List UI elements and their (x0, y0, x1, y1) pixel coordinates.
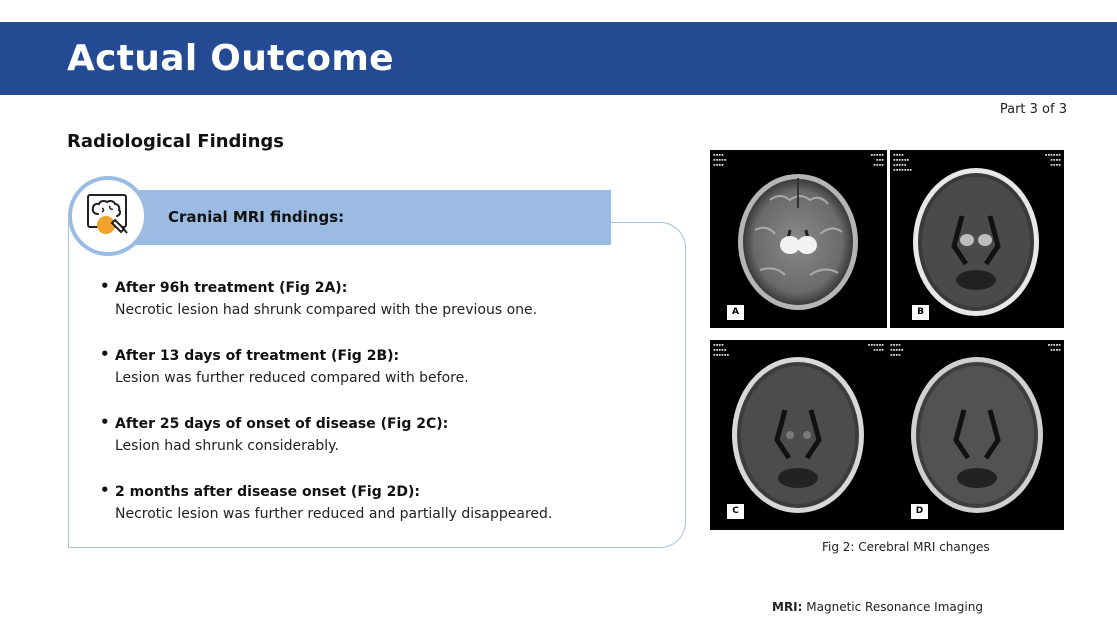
mri-panel-c: ▪▪▪▪▪▪▪▪▪▪▪▪▪▪▪ ▪▪▪▪▪▪▪▪▪▪ C (710, 340, 887, 530)
mri-panel-d: ▪▪▪▪▪▪▪▪▪▪▪▪▪ ▪▪▪▪▪▪▪▪▪ D (887, 340, 1064, 530)
panel-label: D (911, 504, 928, 519)
findings-list: • After 96h treatment (Fig 2A): Necrotic… (100, 277, 660, 550)
bullet: • (100, 277, 110, 295)
finding-detail: Necrotic lesion was further reduced and … (115, 506, 553, 522)
figure-caption: Fig 2: Cerebral MRI changes (822, 540, 990, 554)
mri-metadata: ▪▪▪▪▪▪▪▪▪ (1047, 343, 1061, 353)
mri-metadata: ▪▪▪▪▪▪▪▪▪▪▪▪▪▪▪ (713, 343, 730, 358)
finding-title: After 96h treatment (Fig 2A): (115, 280, 348, 296)
mri-image-a (738, 174, 858, 310)
footnote: MRI: Magnetic Resonance Imaging (772, 600, 983, 614)
finding-item: • After 13 days of treatment (Fig 2B): L… (100, 345, 660, 390)
part-indicator: Part 3 of 3 (999, 102, 1067, 117)
mri-metadata: ▪▪▪▪▪▪▪▪▪▪▪▪▪ (890, 343, 904, 358)
footnote-definition: Magnetic Resonance Imaging (806, 600, 983, 614)
finding-title: 2 months after disease onset (Fig 2D): (115, 484, 420, 500)
mri-image-c (732, 357, 864, 513)
footnote-term: MRI: (772, 600, 803, 614)
finding-title: After 25 days of onset of disease (Fig 2… (115, 416, 449, 432)
finding-title: After 13 days of treatment (Fig 2B): (115, 348, 400, 364)
bullet: • (100, 481, 110, 499)
panel-label: B (912, 305, 929, 320)
brain-scan-icon (68, 176, 148, 256)
mri-metadata: ▪▪▪▪▪▪▪▪▪▪▪▪▪▪ (1044, 153, 1061, 168)
findings-banner: Cranial MRI findings: (110, 190, 611, 245)
mri-metadata: ▪▪▪▪▪▪▪▪▪▪▪▪ (870, 153, 884, 168)
panel-label: C (727, 504, 744, 519)
section-title: Radiological Findings (67, 131, 285, 152)
page-title: Actual Outcome (67, 38, 394, 79)
mri-metadata: ▪▪▪▪▪▪▪▪▪▪▪▪▪▪▪▪▪▪▪▪▪▪ (893, 153, 912, 173)
finding-detail: Necrotic lesion had shrunk compared with… (115, 302, 538, 318)
panel-label: A (727, 305, 744, 320)
finding-detail: Lesion was further reduced compared with… (115, 370, 469, 386)
finding-item: • After 96h treatment (Fig 2A): Necrotic… (100, 277, 660, 322)
finding-detail: Lesion had shrunk considerably. (115, 438, 339, 454)
findings-card (68, 222, 686, 548)
top-strip (0, 0, 1117, 22)
finding-item: • 2 months after disease onset (Fig 2D):… (100, 481, 660, 526)
mri-image-b (913, 168, 1039, 316)
mri-metadata: ▪▪▪▪▪▪▪▪▪▪▪▪▪ (713, 153, 727, 168)
mri-image-d (911, 357, 1043, 513)
finding-item: • After 25 days of onset of disease (Fig… (100, 413, 660, 458)
bullet: • (100, 345, 110, 363)
bullet: • (100, 413, 110, 431)
mri-panel-b: ▪▪▪▪▪▪▪▪▪▪▪▪▪▪▪▪▪▪▪▪▪▪ ▪▪▪▪▪▪▪▪▪▪▪▪▪▪ B (890, 150, 1064, 328)
title-bar: Actual Outcome (0, 22, 1117, 95)
mri-panel-a: ▪▪▪▪▪▪▪▪▪▪▪▪▪ ▪▪▪▪▪▪▪▪▪▪▪▪ A (710, 150, 887, 328)
mri-metadata: ▪▪▪▪▪▪▪▪▪▪ (867, 343, 884, 353)
banner-title: Cranial MRI findings: (168, 208, 345, 226)
